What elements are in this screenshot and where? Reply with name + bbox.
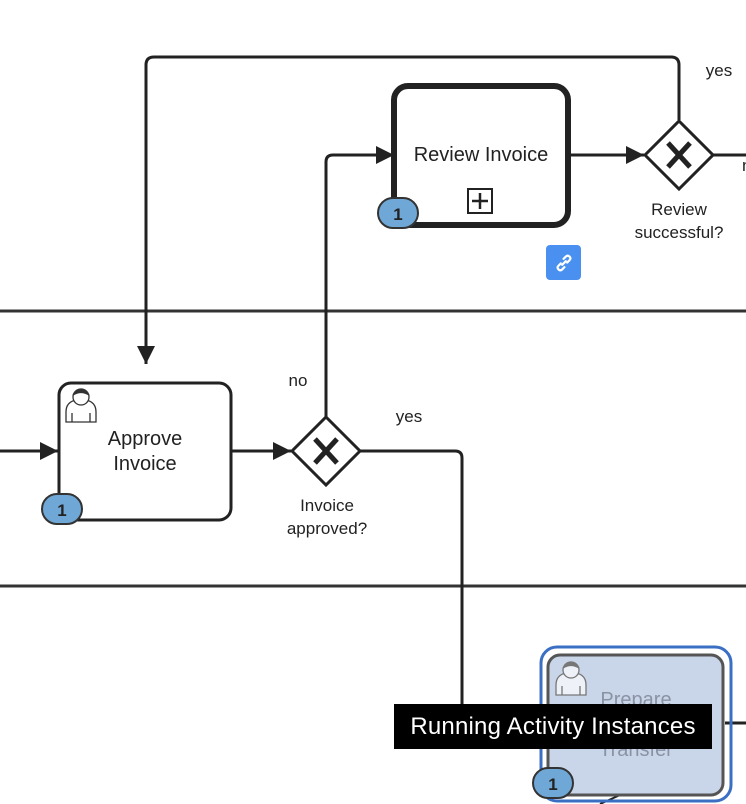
svg-text:1: 1 [548,775,557,794]
gateway-review-label-line2: successful? [635,223,724,242]
task-approve-invoice-label-line2: Invoice [113,453,176,475]
link-icon [555,254,572,271]
flow-label-no-mid: no [289,371,308,390]
tooltip-text: Running Activity Instances [410,712,696,740]
flow-label-yes-mid: yes [396,407,422,426]
task-approve-invoice[interactable]: Approve Invoice [57,381,233,522]
task-approve-invoice-label-line1: Approve [108,428,183,450]
user-icon [555,661,587,696]
gateway-review-label-line1: Review [651,200,707,219]
flow-label-yes-top: yes [706,61,732,80]
sequence-flow-approved-no[interactable] [324,146,394,418]
x-icon [313,437,339,465]
gateway-invoice-approved[interactable] [289,414,363,488]
instance-count-badge[interactable]: 1 [377,197,419,229]
instance-count-badge[interactable]: 1 [41,493,83,525]
gateway-approved-label-line1: Invoice [300,496,354,515]
task-review-invoice-label: Review Invoice [414,144,549,166]
sequence-flow-review-yes[interactable] [137,55,681,364]
instance-count-badge[interactable]: 1 [532,767,574,799]
task-review-invoice[interactable]: Review Invoice [391,83,571,228]
svg-text:1: 1 [393,205,402,224]
tooltip: Running Activity Instances [394,704,712,749]
x-icon [666,141,692,169]
user-icon [65,388,97,423]
link-button[interactable] [546,245,581,280]
plus-square-icon [467,188,493,214]
gateway-review-successful[interactable] [642,118,716,192]
gateway-approved-label-line2: approved? [287,519,367,538]
flow-label-no-top-clipped: n [742,156,746,175]
svg-text:1: 1 [57,501,66,520]
